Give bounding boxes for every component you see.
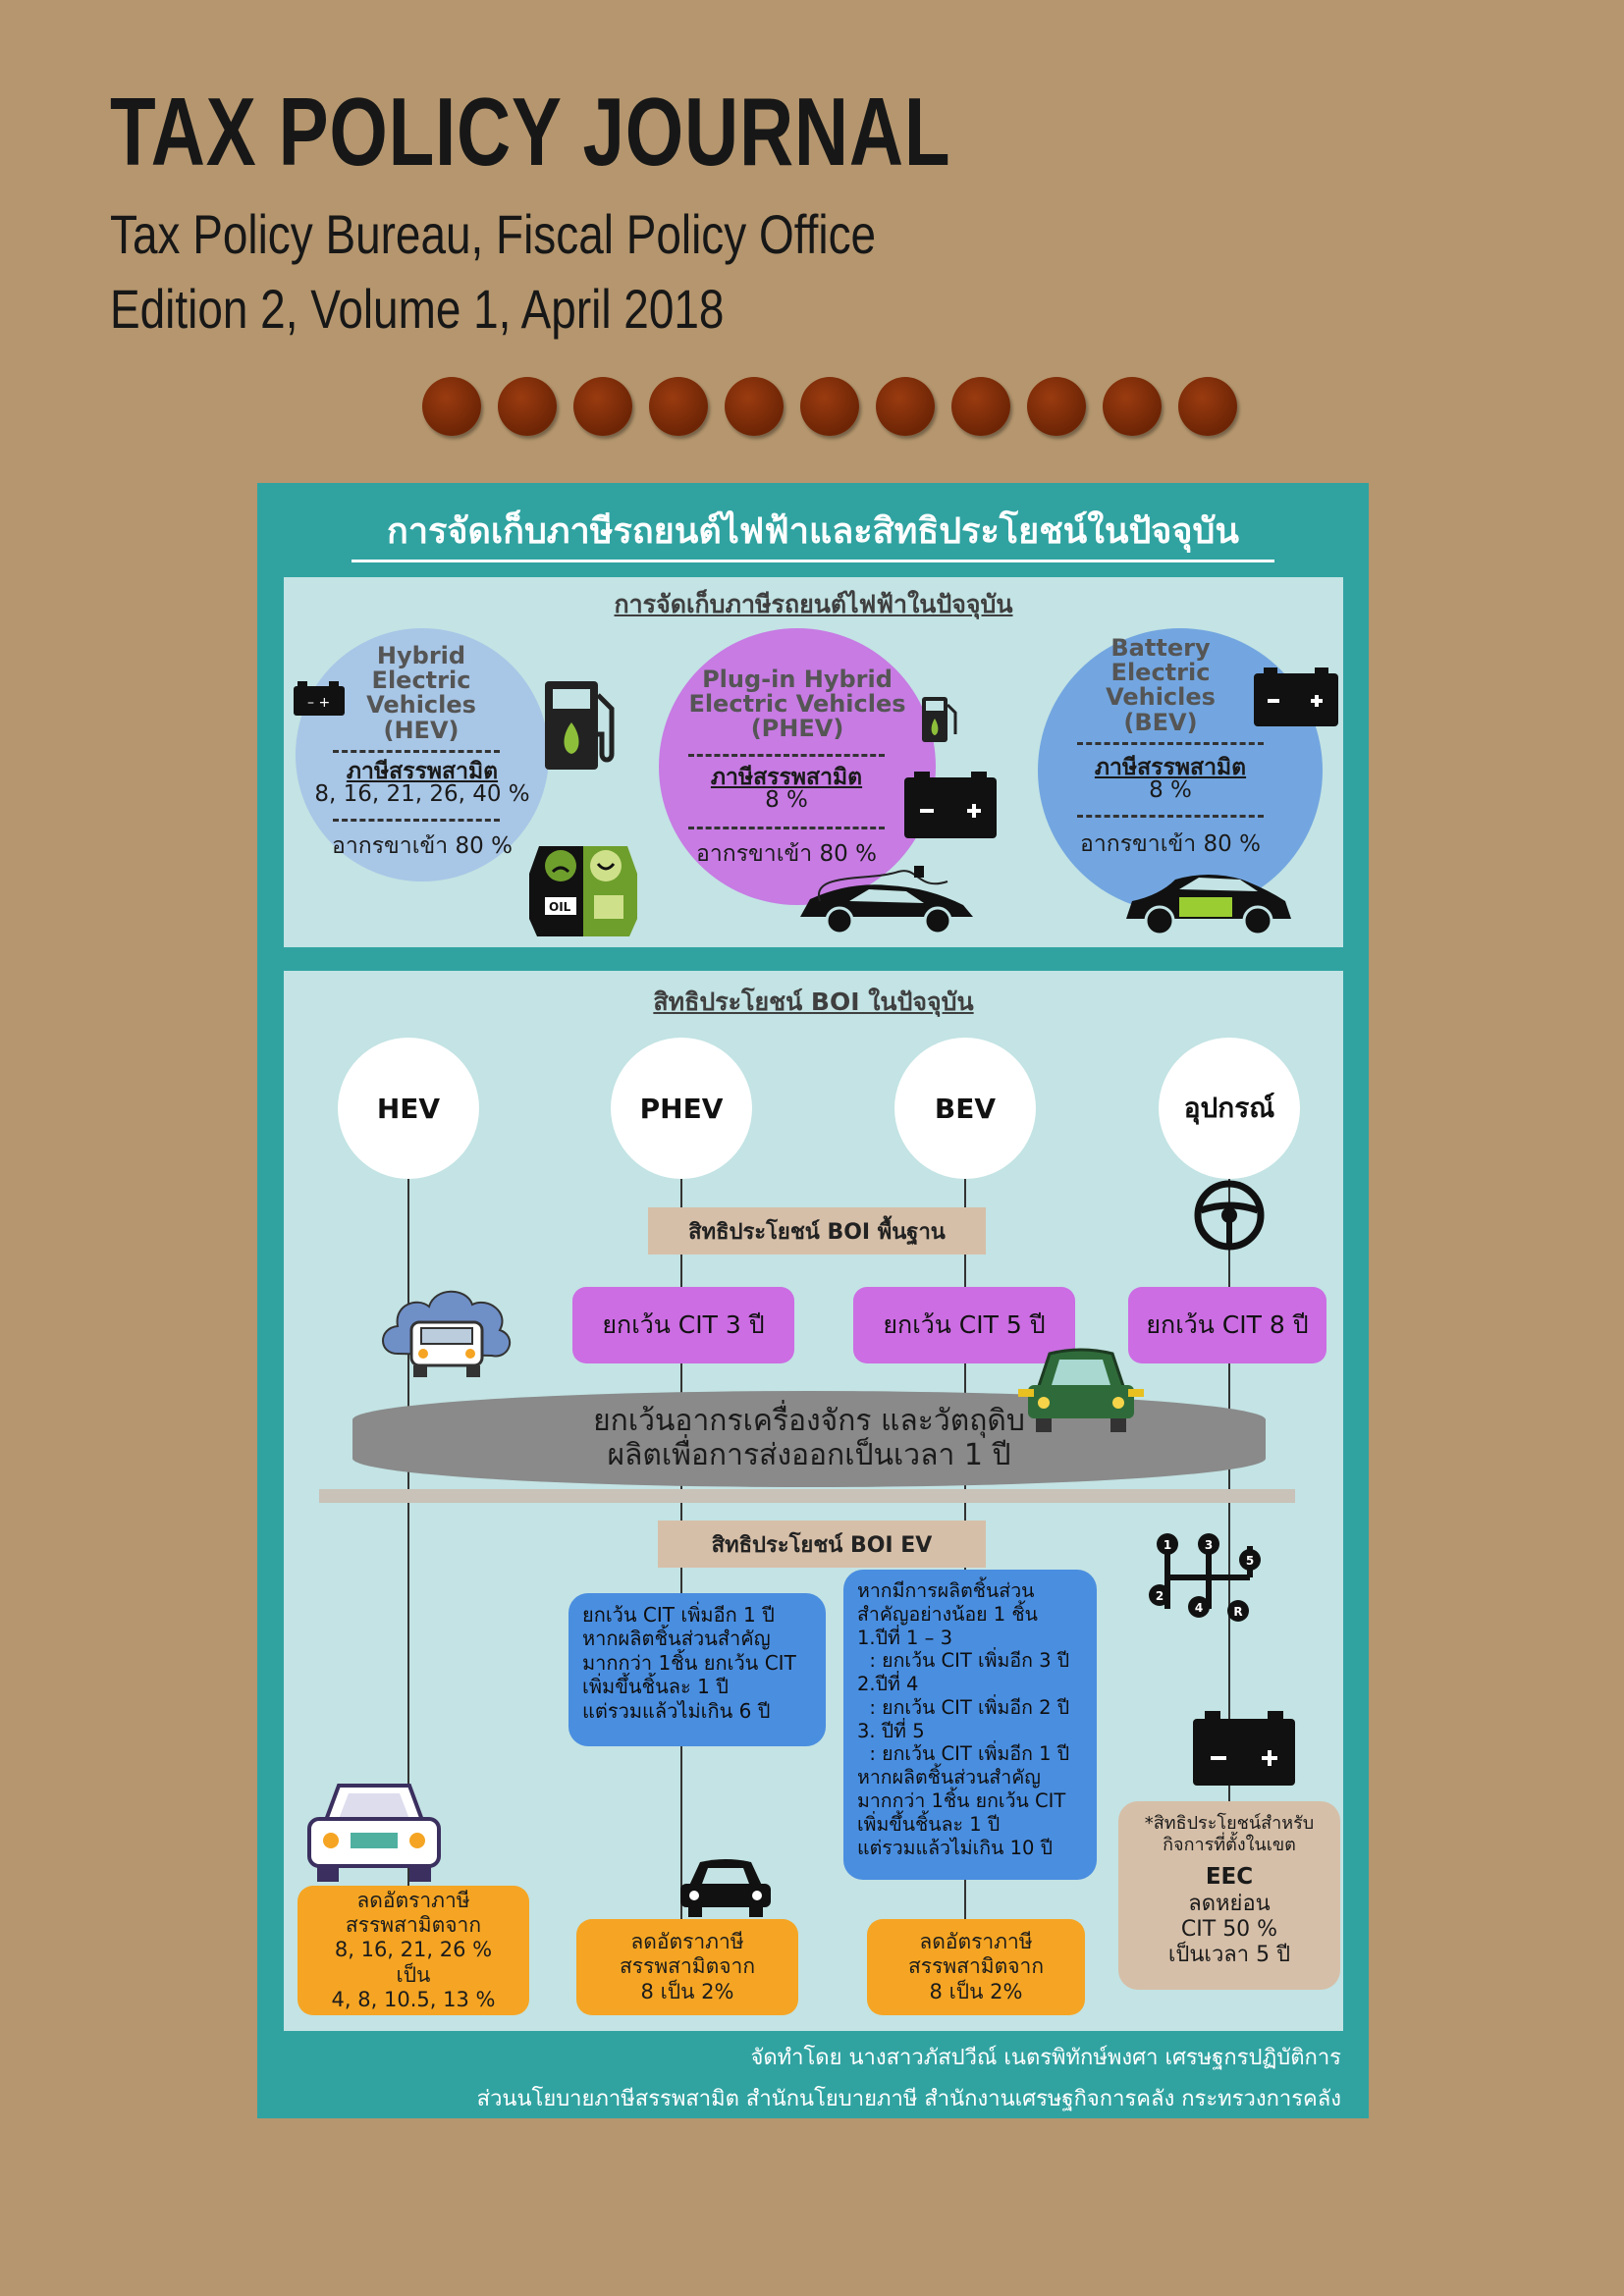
title-underline xyxy=(352,560,1274,562)
phev-excise-label: ภาษีสรรพสามิต xyxy=(710,765,863,790)
electric-car-icon xyxy=(1126,875,1291,936)
phev-timeline xyxy=(680,1167,682,1984)
dot xyxy=(498,377,557,436)
footer-office: ส่วนนโยบายภาษีสรรพสามิต สำนักนโยบายภาษี … xyxy=(476,2087,1341,2111)
dot xyxy=(422,377,481,436)
tax-panel: การจัดเก็บภาษีรถยนต์ไฟฟ้าในปัจจุบัน Hybr… xyxy=(284,577,1343,947)
hev-name: Hybrid Electric Vehicles (HEV) xyxy=(366,642,476,744)
infographic-poster: การจัดเก็บภาษีรถยนต์ไฟฟ้าและสิทธิประโยชน… xyxy=(257,483,1369,2118)
battery-icon xyxy=(1193,1711,1295,1786)
cit-8-years: ยกเว้น CIT 8 ปี xyxy=(1128,1287,1326,1363)
battery-icon xyxy=(904,772,997,838)
gear-shift-icon: 1 3 5 2 4 R xyxy=(1149,1533,1261,1622)
gear-3: 3 xyxy=(1205,1538,1213,1552)
section-separator xyxy=(319,1489,1295,1503)
journal-edition: Edition 2, Volume 1, April 2018 xyxy=(110,278,725,340)
gear-1: 1 xyxy=(1164,1538,1171,1552)
phev-import-duty: อากรขาเข้า 80 % xyxy=(696,841,877,867)
steering-wheel-icon xyxy=(1194,1180,1265,1251)
bev-name: Battery Electric Vehicles (BEV) xyxy=(1106,634,1216,736)
dot xyxy=(951,377,1010,436)
journal-publisher: Tax Policy Bureau, Fiscal Policy Office xyxy=(110,203,877,265)
dot xyxy=(800,377,859,436)
hev-excise-value: 8, 16, 21, 26, 40 % xyxy=(314,781,530,807)
footer-author: จัดทำโดย นางสาวภัสปวีณ์ เนตรพิทักษ์พงศา … xyxy=(750,2046,1341,2070)
node-parts: อุปกรณ์ xyxy=(1159,1038,1300,1179)
gear-5: 5 xyxy=(1246,1554,1254,1568)
bev-excise-label: ภาษีสรรพสามิต xyxy=(1094,755,1247,780)
cit-5-years: ยกเว้น CIT 5 ปี xyxy=(853,1287,1075,1363)
white-car-icon xyxy=(307,1784,441,1882)
machinery-line-2: ผลิตเพื่อการส่งออกเป็นเวลา 1 ปี xyxy=(607,1438,1011,1472)
gear-2: 2 xyxy=(1156,1589,1164,1603)
battery-icon: – + xyxy=(294,681,345,716)
poster-title: การจัดเก็บภาษีรถยนต์ไฟฟ้าและสิทธิประโยชน… xyxy=(387,511,1239,552)
dot xyxy=(876,377,935,436)
eec-box xyxy=(1118,1801,1340,1990)
divider xyxy=(688,827,885,829)
gear-r: R xyxy=(1233,1605,1242,1619)
eec-note: *สิทธิประโยชน์สำหรับ กิจการที่ตั้งในเขต xyxy=(1144,1813,1315,1855)
node-bev: BEV xyxy=(894,1038,1036,1179)
divider xyxy=(333,819,500,822)
oil-label: OIL xyxy=(549,900,571,914)
node-hev: HEV xyxy=(338,1038,479,1179)
dot xyxy=(1027,377,1086,436)
boi-panel: สิทธิประโยชน์ BOI ในปัจจุบัน HEV PHEV BE… xyxy=(284,971,1343,2031)
node-phev: PHEV xyxy=(611,1038,752,1179)
dot xyxy=(725,377,784,436)
bev-extra-benefit: หากมีการผลิตชิ้นส่วน สำคัญอย่างน้อย 1 ชิ… xyxy=(843,1570,1097,1880)
boi-section-title: สิทธิประโยชน์ BOI ในปัจจุบัน xyxy=(653,988,974,1016)
cit-3-years: ยกเว้น CIT 3 ปี xyxy=(572,1287,794,1363)
divider xyxy=(333,750,500,753)
phev-name: Plug-in Hybrid Electric Vehicles (PHEV) xyxy=(688,666,906,743)
plug-in-car-icon xyxy=(800,866,973,935)
oil-electric-car-icon: OIL xyxy=(529,846,637,936)
hev-excise-reduction: ลดอัตราภาษี สรรพสามิตจาก 8, 16, 21, 26 %… xyxy=(298,1886,529,2015)
car-cloud-icon xyxy=(382,1290,512,1377)
eec-title: EEC xyxy=(1205,1864,1254,1890)
bev-import-duty: อากรขาเข้า 80 % xyxy=(1080,831,1261,857)
basic-boi-label: สิทธิประโยชน์ BOI พื้นฐาน xyxy=(648,1207,986,1255)
dot xyxy=(649,377,708,436)
divider xyxy=(1077,742,1264,745)
divider xyxy=(688,754,885,757)
eec-body: ลดหย่อน CIT 50 % เป็นเวลา 5 ปี xyxy=(1167,1892,1291,1967)
svg-text:– +: – + xyxy=(307,695,330,711)
dot xyxy=(1103,377,1162,436)
gear-4: 4 xyxy=(1195,1601,1203,1615)
divider xyxy=(1077,815,1264,818)
green-car-icon xyxy=(1018,1348,1144,1432)
phev-extra-benefit: ยกเว้น CIT เพิ่มอีก 1 ปี หากผลิตชิ้นส่วน… xyxy=(568,1593,826,1746)
phev-excise-reduction: ลดอัตราภาษี สรรพสามิตจาก 8 เป็น 2% xyxy=(576,1919,798,2015)
small-fuel-pump-icon xyxy=(922,697,957,742)
journal-title: TAX POLICY JOURNAL xyxy=(110,78,951,186)
hev-timeline xyxy=(407,1167,409,1984)
ev-boi-label: สิทธิประโยชน์ BOI EV xyxy=(658,1521,986,1568)
dot xyxy=(573,377,632,436)
hev-circle xyxy=(296,628,549,881)
black-car-icon xyxy=(680,1859,771,1917)
hev-excise-label: ภาษีสรรพสามิต xyxy=(346,759,499,784)
dot xyxy=(1178,377,1237,436)
bev-excise-value: 8 % xyxy=(1149,777,1192,803)
bev-excise-reduction: ลดอัตราภาษี สรรพสามิตจาก 8 เป็น 2% xyxy=(867,1919,1085,2015)
decorative-dots xyxy=(422,377,1237,436)
hev-import-duty: อากรขาเข้า 80 % xyxy=(332,833,513,859)
fuel-pump-icon xyxy=(545,681,615,770)
battery-icon xyxy=(1254,667,1338,726)
phev-circle xyxy=(659,628,936,905)
tax-section-title: การจัดเก็บภาษีรถยนต์ไฟฟ้าในปัจจุบัน xyxy=(614,590,1013,618)
phev-excise-value: 8 % xyxy=(765,787,808,813)
machinery-line-1: ยกเว้นอากรเครื่องจักร และวัตถุดิบ xyxy=(593,1404,1025,1438)
